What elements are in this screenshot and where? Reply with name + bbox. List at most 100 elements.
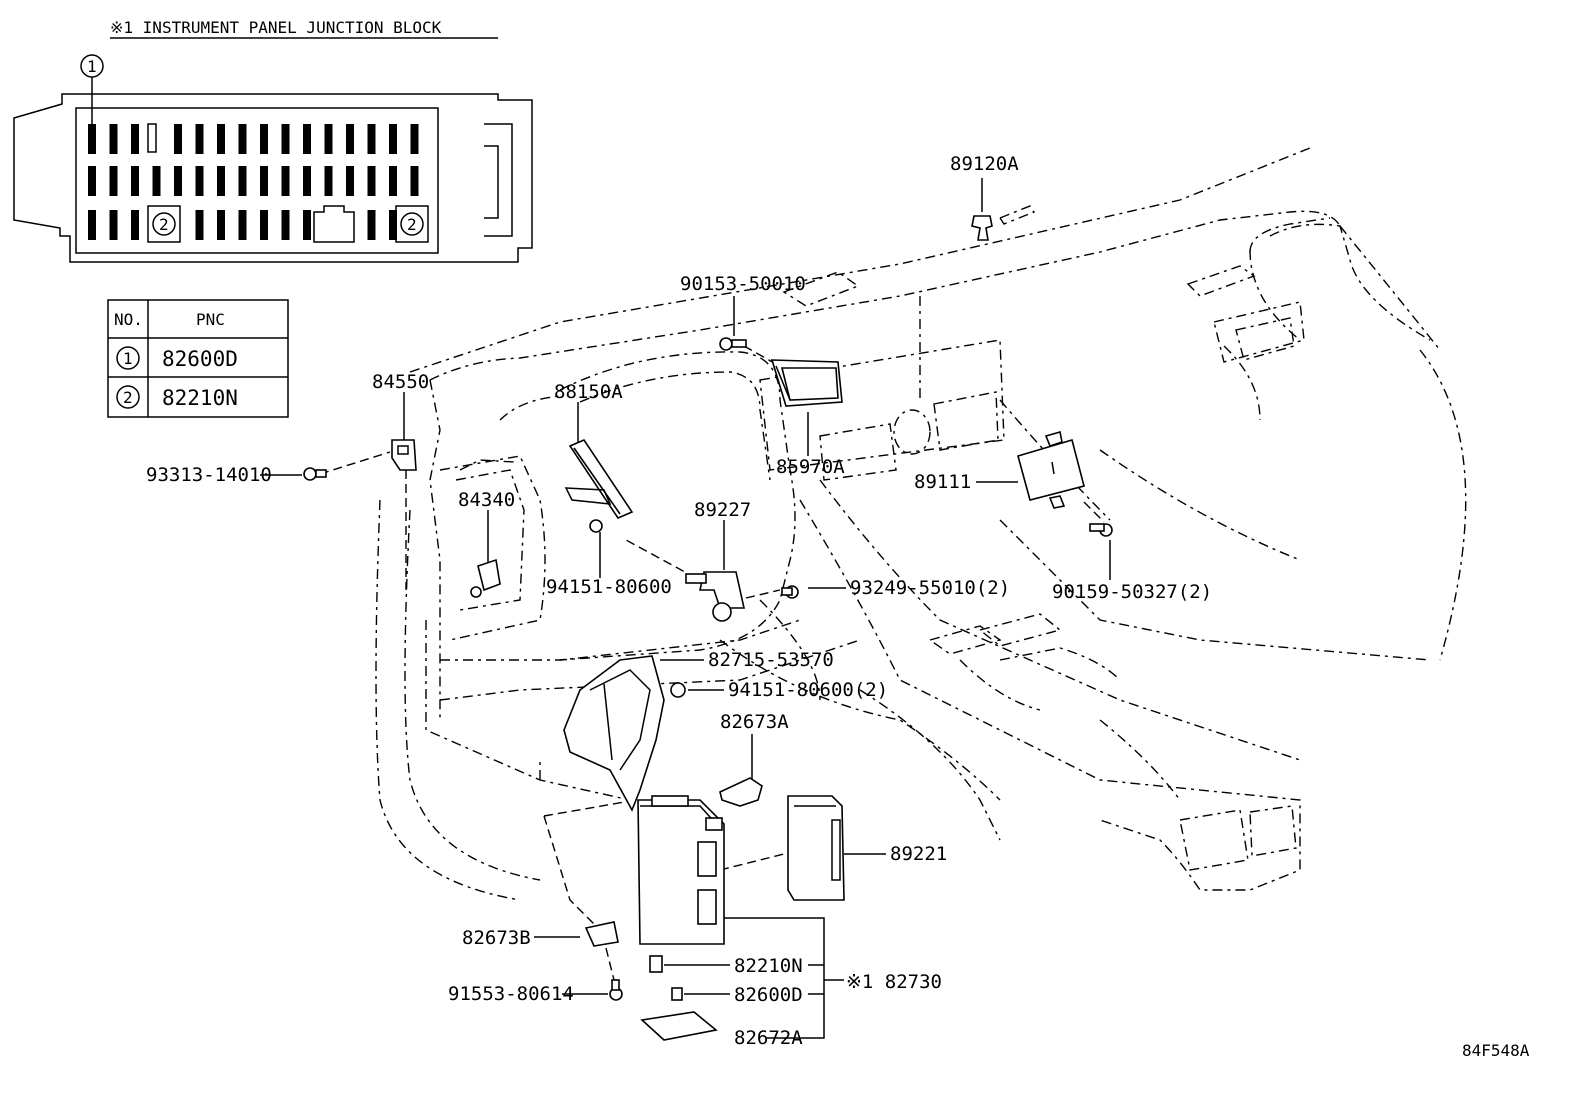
label-93249-55010: 93249-55010(2) bbox=[850, 577, 1010, 599]
fuse-slot bbox=[389, 210, 397, 240]
label-88150A: 88150A bbox=[554, 381, 623, 403]
dashboard-outline bbox=[375, 147, 1467, 901]
fuse-slot bbox=[260, 166, 268, 196]
ecu-82730 bbox=[637, 795, 725, 945]
cover-82672A bbox=[640, 1011, 718, 1041]
label-89111: 89111 bbox=[914, 471, 971, 493]
fuse-slot bbox=[303, 124, 311, 154]
junction-callout-2b: 2 bbox=[407, 215, 417, 234]
label-90153-50010: 90153-50010 bbox=[680, 273, 806, 295]
module-85970A bbox=[770, 359, 843, 407]
fuse-slot bbox=[281, 210, 290, 240]
label-82673A: 82673A bbox=[720, 711, 789, 733]
label-82600D: 82600D bbox=[734, 984, 803, 1006]
screw-93249 bbox=[781, 585, 799, 599]
fuse-slot bbox=[238, 210, 247, 240]
fuse-slot bbox=[217, 124, 225, 154]
bracket-84550 bbox=[391, 439, 417, 471]
relay-82210N bbox=[649, 955, 663, 973]
fuse-slot bbox=[131, 166, 139, 196]
label-82715-53570: 82715-53570 bbox=[708, 649, 834, 671]
bracket-82673A bbox=[719, 777, 763, 807]
label-82210N: 82210N bbox=[734, 955, 803, 977]
fuse-slot bbox=[217, 166, 225, 196]
label-82673B: 82673B bbox=[462, 927, 531, 949]
fuse-slot bbox=[195, 210, 204, 240]
fuse-slot bbox=[281, 166, 290, 196]
fuse-slot bbox=[174, 166, 182, 196]
pnc-table: NO. PNC 1 82600D 2 82210N bbox=[107, 299, 289, 418]
switch-84340 bbox=[470, 558, 501, 598]
fuse-slot bbox=[131, 210, 139, 240]
fuse-slot bbox=[109, 166, 118, 196]
sensor-89227 bbox=[685, 571, 745, 622]
junction-callout-2a: 2 bbox=[159, 215, 169, 234]
part-labels: 89120A 90153-50010 84550 88150A 93313-14… bbox=[146, 153, 1530, 1060]
label-91553-80614: 91553-80614 bbox=[448, 983, 574, 1005]
bracket-82715 bbox=[563, 655, 665, 812]
fuse-slot bbox=[238, 124, 247, 154]
leader-lines bbox=[260, 178, 1111, 1039]
bolt-91553 bbox=[609, 979, 623, 1001]
nut-94151-a bbox=[589, 519, 603, 533]
junction-callout-1: 1 bbox=[87, 57, 97, 76]
fuse-slot bbox=[260, 124, 268, 154]
label-82672A: 82672A bbox=[734, 1027, 803, 1049]
fuse-slot bbox=[88, 210, 96, 240]
clip-89120A bbox=[971, 215, 993, 241]
fuse-slot bbox=[346, 124, 354, 154]
pnc-row-1-pnc: 82600D bbox=[162, 347, 238, 371]
fuse-slot bbox=[281, 124, 290, 154]
pnc-header-pnc: PNC bbox=[196, 310, 225, 329]
screw-90153 bbox=[719, 337, 747, 351]
fuse-82600D bbox=[671, 987, 683, 1001]
fuse-slot bbox=[410, 166, 419, 196]
fuse-slot bbox=[109, 210, 118, 240]
fuse-slot bbox=[324, 166, 333, 196]
label-90159-50327: 90159-50327(2) bbox=[1052, 581, 1212, 603]
fuse-slot bbox=[303, 210, 311, 240]
bolt-90159 bbox=[1089, 523, 1113, 537]
fuse-slot bbox=[367, 124, 376, 154]
fuse-slot bbox=[238, 166, 247, 196]
pnc-header-no: NO. bbox=[114, 310, 143, 329]
label-93313-14010: 93313-14010 bbox=[146, 464, 272, 486]
fuse-slot bbox=[324, 124, 333, 154]
fuse-slot bbox=[389, 166, 397, 196]
fuse-slot bbox=[303, 166, 311, 196]
label-94151-80600-2: 94151-80600(2) bbox=[728, 679, 888, 701]
nut-94151-b bbox=[670, 682, 686, 698]
cover-82673B bbox=[584, 921, 619, 947]
fuse-slot bbox=[195, 166, 204, 196]
fuse-slot bbox=[217, 210, 225, 240]
ecu-89221 bbox=[787, 795, 845, 901]
label-85970A: 85970A bbox=[776, 456, 845, 478]
junction-block-inset: ※1 INSTRUMENT PANEL JUNCTION BLOCK 1 2 2 bbox=[13, 18, 533, 263]
fuse-slot bbox=[367, 210, 376, 240]
fuse-slot bbox=[88, 166, 96, 196]
fuse-slot bbox=[88, 124, 96, 154]
pnc-row-2-pnc: 82210N bbox=[162, 386, 238, 410]
fuse-slot bbox=[152, 166, 161, 196]
pnc-row-1-no: 1 bbox=[123, 349, 133, 368]
fuse-slot bbox=[346, 166, 354, 196]
fuse-slot bbox=[131, 124, 139, 154]
label-94151-80600: 94151-80600 bbox=[546, 576, 672, 598]
bolt-93313 bbox=[303, 467, 327, 481]
diagram-code: 84F548A bbox=[1462, 1041, 1530, 1060]
label-89120A: 89120A bbox=[950, 153, 1019, 175]
label-89221: 89221 bbox=[890, 843, 947, 865]
fuse-slot bbox=[389, 124, 397, 154]
fuse-slot bbox=[174, 124, 182, 154]
fuse-slot bbox=[109, 124, 118, 154]
fuse-slot bbox=[367, 166, 376, 196]
module-89111 bbox=[1017, 430, 1085, 509]
pnc-row-2-no: 2 bbox=[123, 388, 133, 407]
label-84340: 84340 bbox=[458, 489, 515, 511]
fuse-slot bbox=[195, 124, 204, 154]
fuse-slot bbox=[410, 124, 419, 154]
parts bbox=[303, 215, 1113, 1041]
fuse-slot bbox=[260, 210, 268, 240]
label-84550: 84550 bbox=[372, 371, 429, 393]
